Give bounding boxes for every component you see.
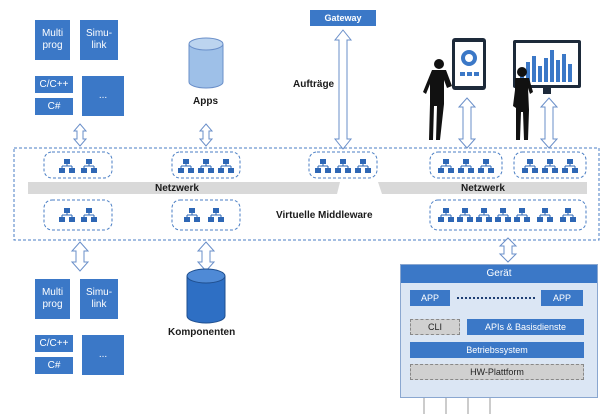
arrow-monitor bbox=[539, 97, 559, 149]
csharp-box-bottom: C# bbox=[35, 357, 73, 374]
simulink-box-top: Simu- link bbox=[80, 20, 118, 60]
komponenten-label: Komponenten bbox=[168, 327, 236, 338]
multiprog-label: Multi prog bbox=[41, 287, 64, 310]
arrow-komponenten bbox=[196, 241, 216, 272]
app-left-label: APP bbox=[420, 293, 439, 303]
node-group-top-1 bbox=[43, 151, 113, 179]
cpp-box-bottom: C/C++ bbox=[35, 335, 73, 352]
more-box-top: ... bbox=[82, 76, 124, 116]
multiprog-box-bottom: Multi prog bbox=[35, 279, 70, 319]
arrow-apps bbox=[198, 123, 214, 147]
csharp-label: C# bbox=[47, 359, 61, 371]
node-group-bottom-2 bbox=[171, 199, 241, 231]
cli-label: CLI bbox=[427, 322, 442, 332]
arrow-tablet bbox=[457, 97, 477, 149]
more-label: ... bbox=[98, 349, 108, 360]
gateway-box: Gateway bbox=[310, 10, 376, 26]
person-with-tablet-icon bbox=[423, 38, 486, 140]
simulink-box-bottom: Simu- link bbox=[80, 279, 118, 319]
network-bar-right bbox=[385, 182, 587, 194]
arrow-device bbox=[498, 237, 518, 263]
csharp-label: C# bbox=[47, 100, 61, 112]
csharp-box-top: C# bbox=[35, 98, 73, 115]
os-label: Betriebssystem bbox=[466, 345, 528, 355]
cli-box: CLI bbox=[410, 319, 460, 335]
middleware-frame bbox=[13, 147, 600, 241]
os-box: Betriebssystem bbox=[410, 342, 584, 358]
apis-label: APIs & Basisdienste bbox=[484, 322, 567, 332]
netzwerk-label-left: Netzwerk bbox=[155, 183, 199, 194]
auftraege-label: Aufträge bbox=[293, 79, 335, 90]
arrow-bottomleft bbox=[70, 241, 90, 272]
arrow-gateway bbox=[333, 29, 353, 150]
hw-box: HW-Plattform bbox=[410, 364, 584, 380]
apps-label: Apps bbox=[193, 96, 218, 107]
hw-label: HW-Plattform bbox=[470, 367, 524, 377]
komponenten-database-icon bbox=[186, 268, 226, 324]
cpp-label: C/C++ bbox=[39, 337, 69, 349]
network-bar-left bbox=[28, 182, 333, 194]
netzwerk-label-right: Netzwerk bbox=[461, 183, 505, 194]
gateway-label: Gateway bbox=[324, 13, 362, 23]
app-dotted-connector bbox=[457, 297, 535, 299]
multiprog-label: Multi prog bbox=[41, 28, 64, 51]
node-group-bottom-1 bbox=[43, 199, 113, 231]
more-label: ... bbox=[98, 90, 108, 101]
device-title-bar: Gerät bbox=[401, 265, 597, 283]
apps-database-icon bbox=[188, 37, 224, 89]
device-title: Gerät bbox=[486, 268, 512, 279]
arrow-topleft bbox=[72, 123, 88, 147]
simulink-label: Simu- link bbox=[85, 28, 113, 51]
middleware-label: Virtuelle Middleware bbox=[276, 210, 373, 221]
app-box-left: APP bbox=[410, 290, 450, 306]
multiprog-box-top: Multi prog bbox=[35, 20, 70, 60]
cpp-box-top: C/C++ bbox=[35, 76, 73, 93]
device-panel: Gerät APP APP CLI APIs & Basisdienste Be… bbox=[400, 264, 598, 398]
cpp-label: C/C++ bbox=[39, 78, 69, 90]
app-box-right: APP bbox=[541, 290, 583, 306]
apis-box: APIs & Basisdienste bbox=[467, 319, 584, 335]
person-with-monitor-icon bbox=[513, 40, 581, 140]
simulink-label: Simu- link bbox=[85, 287, 113, 310]
app-right-label: APP bbox=[552, 293, 571, 303]
more-box-bottom: ... bbox=[82, 335, 124, 375]
